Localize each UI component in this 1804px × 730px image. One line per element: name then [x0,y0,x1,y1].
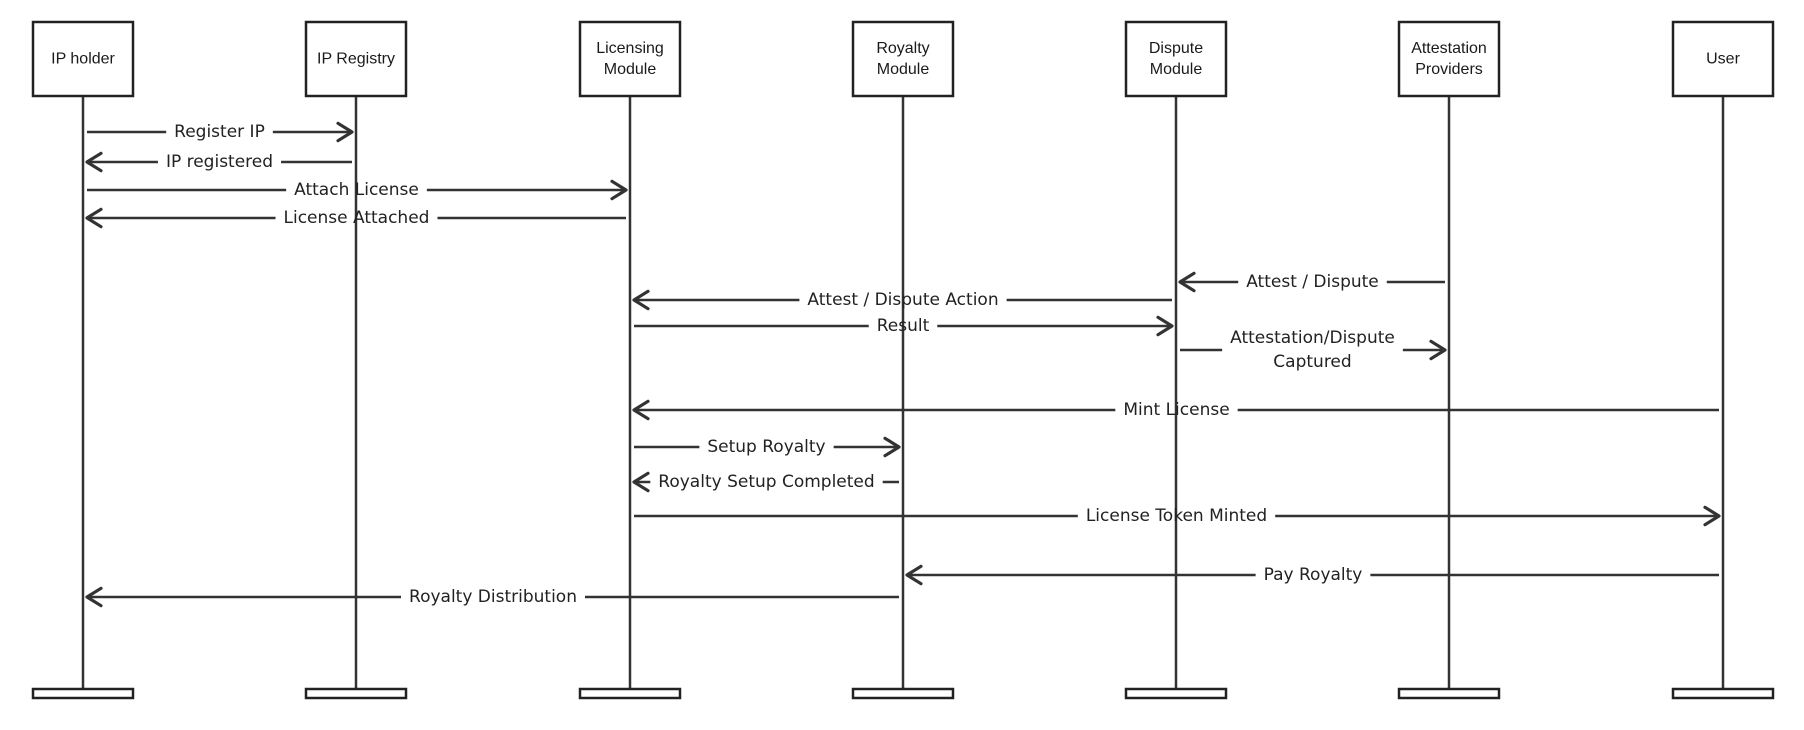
arrow-head-icon [632,471,650,493]
message-label: Setup Royalty [707,437,825,457]
message-arrow: Attach License [87,179,628,201]
message-arrow: Register IP [87,121,354,143]
arrow-head-icon [883,436,901,458]
arrow-head-icon [85,151,103,173]
message-arrow: Royalty Distribution [85,586,899,608]
message-label: IP registered [166,152,273,172]
participant-label-ip-holder: IP holder [51,51,115,68]
participant-box-user [1671,20,1775,98]
message-label: Mint License [1123,400,1229,420]
message-arrow: IP registered [85,151,352,173]
message-arrow: Mint License [632,399,1719,421]
participant-label-attestation-providers: Providers [1415,61,1483,78]
participant-label-dispute-module: Module [1150,61,1203,78]
participant-label-dispute-module: Dispute [1149,40,1203,57]
message-label: Attach License [294,180,419,200]
lifelines-layer [31,96,1775,700]
message-arrow: Result [634,315,1174,337]
lifeline-end-royalty-module [851,687,955,700]
participant-ip-registry[interactable]: IP Registry [304,20,408,98]
message-label: Royalty Setup Completed [658,472,874,492]
participant-label-ip-registry: IP Registry [317,51,395,68]
message-label: Attest / Dispute Action [807,290,998,310]
participant-user[interactable]: User [1671,20,1775,98]
participant-label-royalty-module: Royalty [876,40,929,57]
message-label: Register IP [174,122,265,142]
participant-label-licensing-module: Licensing [596,40,664,57]
message-arrow: License Attached [85,207,626,229]
lifeline-end-attestation-providers [1397,687,1501,700]
message-arrow: Setup Royalty [634,436,901,458]
message-arrow: Attest / Dispute Action [632,289,1172,311]
lifeline-end-ip-registry [304,687,408,700]
lifeline-end-user [1671,687,1775,700]
participant-box-ip-registry [304,20,408,98]
message-arrow: License Token Minted [634,505,1721,527]
arrow-head-icon [336,121,354,143]
arrow-head-icon [85,207,103,229]
message-arrow: Pay Royalty [905,564,1719,586]
message-label: Attestation/Dispute [1230,328,1395,348]
message-label: Captured [1273,352,1351,372]
message-label: Royalty Distribution [409,587,577,607]
message-arrow: Attest / Dispute [1178,271,1445,293]
arrow-head-icon [632,289,650,311]
participant-box-royalty-module [851,20,955,98]
arrow-head-icon [1429,339,1447,361]
arrow-head-icon [1703,505,1721,527]
lifeline-end-licensing-module [578,687,682,700]
message-label: License Token Minted [1086,506,1267,526]
participant-box-ip-holder [31,20,135,98]
participant-label-royalty-module: Module [877,61,930,78]
lifeline-end-dispute-module [1124,687,1228,700]
message-label: Result [877,316,930,336]
participant-label-licensing-module: Module [604,61,657,78]
message-arrow: Royalty Setup Completed [632,471,899,493]
arrow-head-icon [905,564,923,586]
arrow-head-icon [1156,315,1174,337]
participant-box-licensing-module [578,20,682,98]
participant-box-attestation-providers [1397,20,1501,98]
arrow-head-icon [610,179,628,201]
arrow-head-icon [632,399,650,421]
participant-box-dispute-module [1124,20,1228,98]
participant-ip-holder[interactable]: IP holder [31,20,135,98]
message-label: Attest / Dispute [1246,272,1379,292]
participant-label-attestation-providers: Attestation [1411,40,1487,57]
arrow-head-icon [85,586,103,608]
lifeline-end-ip-holder [31,687,135,700]
message-label: License Attached [284,208,430,228]
participant-label-user: User [1706,51,1740,68]
message-label: Pay Royalty [1264,565,1363,585]
arrow-head-icon [1178,271,1196,293]
